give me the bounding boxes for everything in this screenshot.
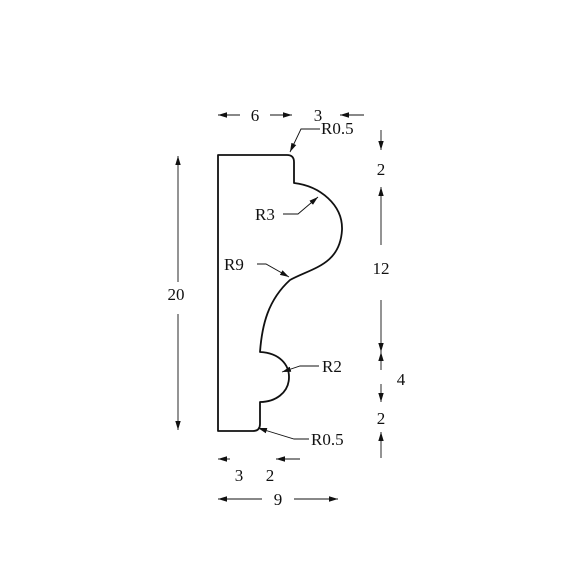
radius-bead-leader [281, 365, 319, 373]
radius-bottom-corner-label: R0.5 [311, 430, 344, 449]
radius-upper-cove-leader [283, 196, 319, 215]
radius-top-corner-label: R0.5 [321, 119, 354, 138]
radius-top-corner-leader [289, 128, 320, 153]
dim-top-6-label: 6 [251, 106, 260, 125]
radius-large-curve-leader [257, 263, 290, 278]
radius-large-curve-label: R9 [224, 255, 244, 274]
dim-bottom-2-label: 2 [266, 466, 275, 485]
dim-right-4-label: 4 [397, 370, 406, 389]
radius-bottom-corner-leader [257, 427, 309, 440]
dim-right-12-label: 12 [373, 259, 390, 278]
dim-right-2-top-label: 2 [377, 160, 386, 179]
dim-right-2-bottom-label: 2 [377, 409, 386, 428]
radius-bead-label: R2 [322, 357, 342, 376]
radius-upper-cove-label: R3 [255, 205, 275, 224]
dim-bottom-3-label: 3 [235, 466, 244, 485]
dim-left-20-label: 20 [168, 285, 185, 304]
dim-top-3-label: 3 [314, 106, 323, 125]
profile-outline [217, 154, 343, 432]
dim-bottom-9-label: 9 [274, 490, 283, 509]
